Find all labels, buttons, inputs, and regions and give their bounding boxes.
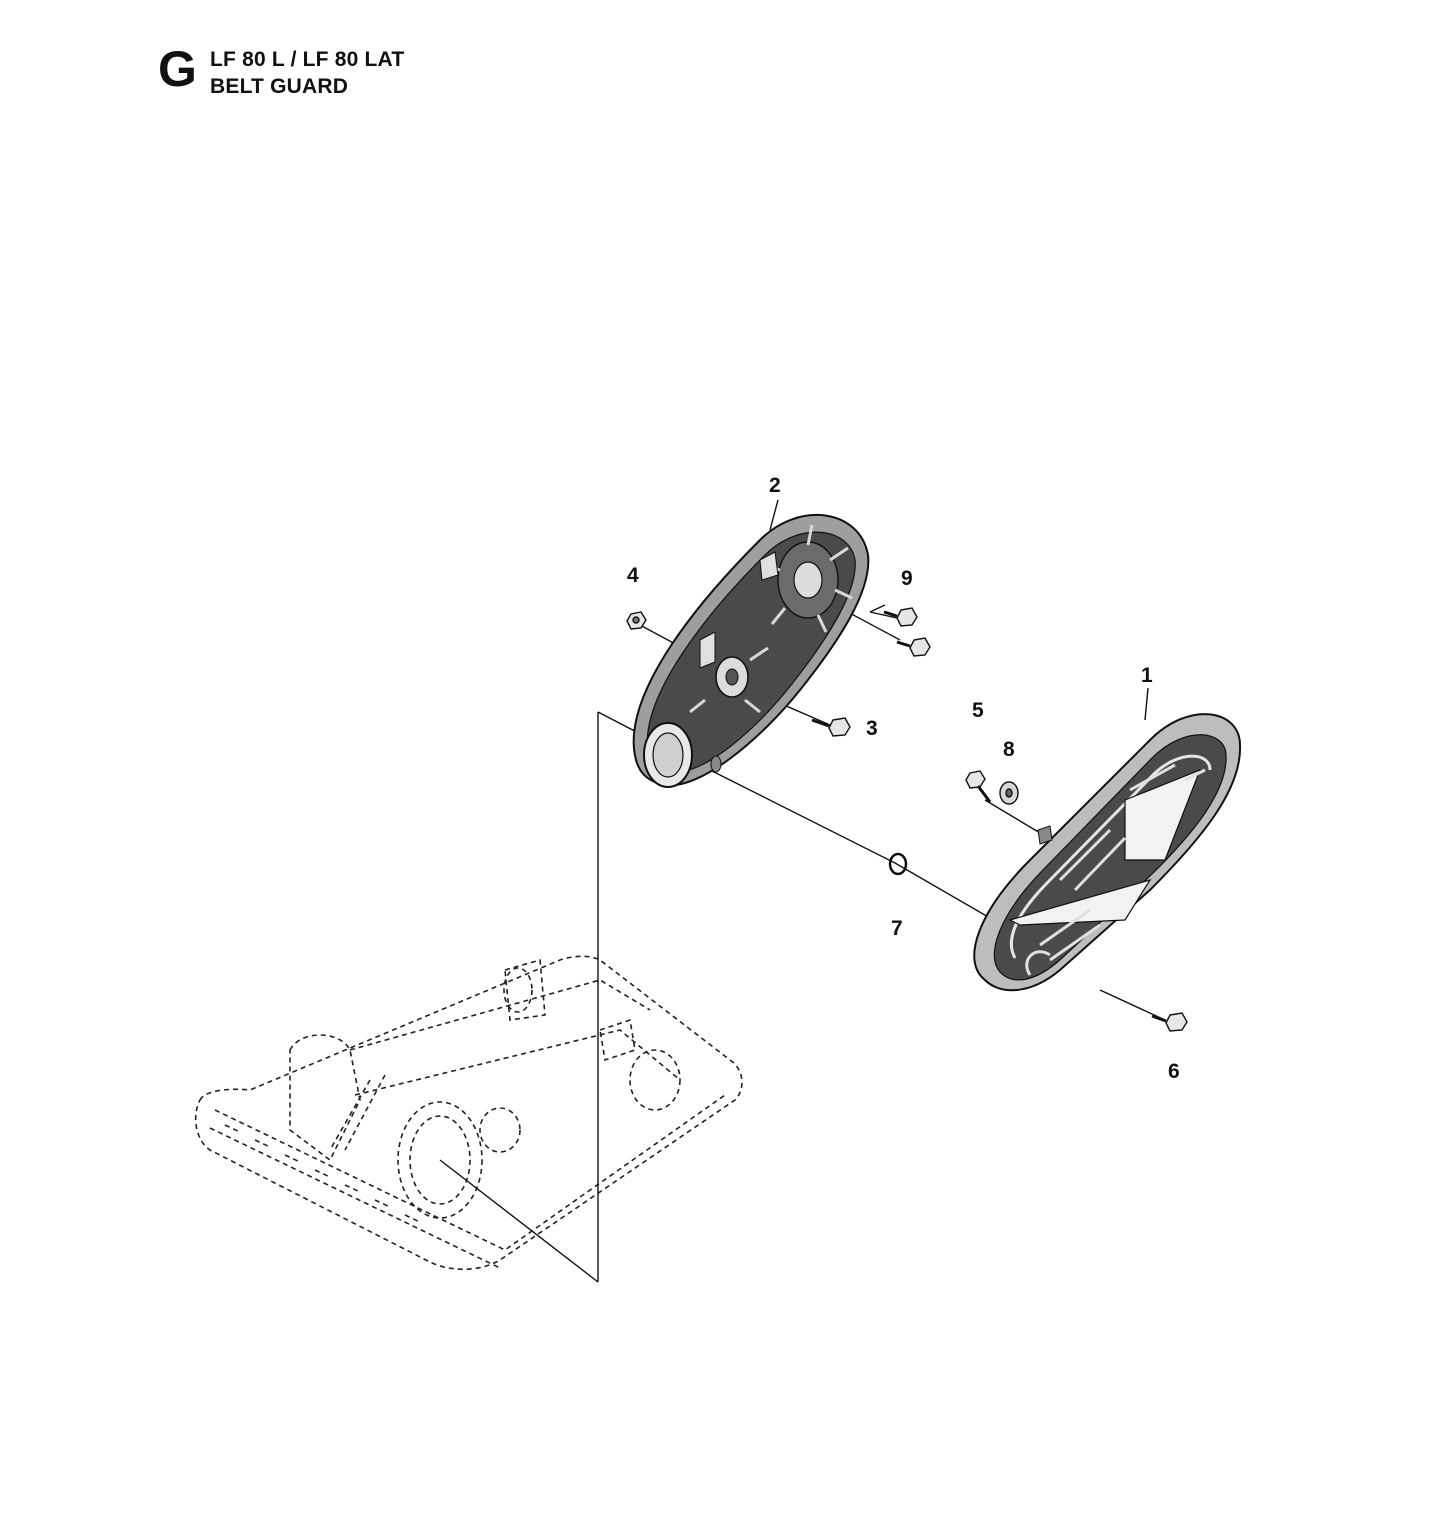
callout-1: 1	[1141, 664, 1153, 687]
hardware-parts	[626, 607, 1188, 1032]
bolt-part-5	[965, 770, 992, 803]
callout-4: 4	[627, 564, 639, 587]
assembly-title: BELT GUARD	[210, 75, 349, 98]
callout-9: 9	[901, 567, 913, 590]
screw-part-3	[811, 717, 851, 737]
callout-2: 2	[769, 474, 781, 497]
model-title: LF 80 L / LF 80 LAT	[210, 48, 405, 71]
clip-part-7	[888, 852, 908, 876]
callout-3: 3	[866, 717, 878, 740]
callout-7: 7	[891, 917, 903, 940]
callout-6: 6	[1168, 1060, 1180, 1083]
callout-5: 5	[972, 699, 984, 722]
screw-part-6	[1151, 1012, 1188, 1032]
base-plate-outline	[194, 955, 743, 1271]
screw-part-9	[883, 607, 931, 657]
callout-labels: 1 2 3 4 5 6 7 8 9	[627, 474, 1180, 1083]
section-letter: G	[158, 41, 197, 97]
title-block: LF 80 L / LF 80 LAT BELT GUARD	[210, 46, 404, 100]
nut-part-4	[626, 611, 647, 630]
callout-8: 8	[1003, 738, 1015, 761]
inner-belt-guard	[632, 514, 870, 788]
washer-part-8	[999, 781, 1019, 805]
outer-belt-guard-cover	[973, 713, 1242, 992]
